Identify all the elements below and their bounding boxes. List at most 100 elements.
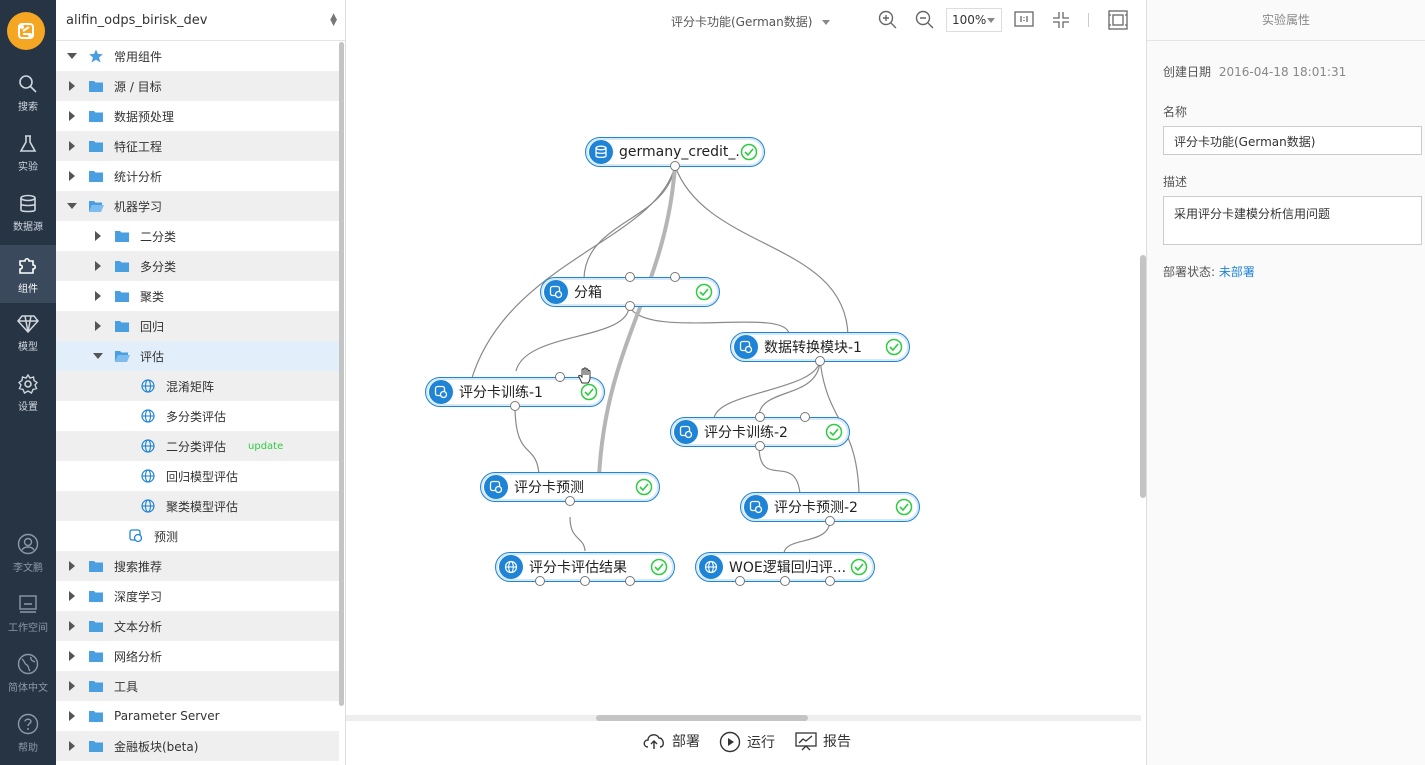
tree-item[interactable]: 搜索推荐 bbox=[56, 551, 339, 581]
tree-item[interactable]: 多分类 bbox=[56, 251, 339, 281]
caret-right-icon[interactable] bbox=[66, 140, 78, 152]
canvas-node[interactable]: 评分卡训练-2 bbox=[670, 412, 850, 451]
props-title: 实验属性 bbox=[1147, 0, 1425, 41]
zoom-in-icon[interactable] bbox=[878, 10, 898, 30]
output-port[interactable] bbox=[825, 516, 835, 526]
folder-open-icon bbox=[115, 351, 130, 362]
caret-right-icon[interactable] bbox=[66, 740, 78, 752]
nav-language[interactable]: 简体中文 bbox=[0, 644, 56, 702]
tree-item[interactable]: 混淆矩阵 bbox=[56, 371, 339, 401]
tree-scrollbar[interactable] bbox=[339, 42, 344, 706]
tree-item[interactable]: 机器学习 bbox=[56, 191, 339, 221]
caret-right-icon[interactable] bbox=[66, 650, 78, 662]
caret-right-icon[interactable] bbox=[92, 230, 104, 242]
canvas-node[interactable]: 评分卡评估结果 bbox=[495, 552, 675, 586]
nav-components[interactable]: 组件 bbox=[0, 245, 56, 303]
tree-item[interactable]: 文本分析 bbox=[56, 611, 339, 641]
canvas-node[interactable]: germany_credit_... bbox=[585, 137, 765, 171]
canvas-node[interactable]: 评分卡预测 bbox=[480, 472, 660, 506]
input-port[interactable] bbox=[755, 412, 765, 422]
tree-item[interactable]: 特征工程 bbox=[56, 131, 339, 161]
tree-item[interactable]: 多分类评估 bbox=[56, 401, 339, 431]
tree-item[interactable]: Parameter Server bbox=[56, 701, 339, 731]
tree-item[interactable]: 预测 bbox=[56, 521, 339, 551]
tree-item[interactable]: 回归模型评估 bbox=[56, 461, 339, 491]
tree-item[interactable]: 工具 bbox=[56, 671, 339, 701]
output-port[interactable] bbox=[825, 576, 835, 586]
fullscreen-icon[interactable] bbox=[1108, 10, 1128, 30]
output-port[interactable] bbox=[780, 576, 790, 586]
experiment-canvas[interactable]: germany_credit_... 分箱数据转换模块-1 评分卡训练-1 评分卡训练… bbox=[346, 41, 1141, 715]
canvas-node[interactable]: 数据转换模块-1 bbox=[730, 332, 910, 366]
input-port[interactable] bbox=[800, 412, 810, 422]
tree-item[interactable]: 回归 bbox=[56, 311, 339, 341]
tree-item[interactable]: 数据预处理 bbox=[56, 101, 339, 131]
canvas-hscroll[interactable] bbox=[596, 715, 808, 721]
actual-size-icon[interactable] bbox=[1014, 10, 1034, 28]
caret-right-icon[interactable] bbox=[92, 320, 104, 332]
output-port[interactable] bbox=[625, 301, 635, 311]
input-port[interactable] bbox=[555, 372, 565, 382]
deploy-status-link[interactable]: 未部署 bbox=[1218, 265, 1255, 279]
nav-datasource[interactable]: 数据源 bbox=[0, 185, 56, 243]
deploy-button[interactable]: 部署 bbox=[642, 731, 700, 751]
experiment-title-dropdown[interactable]: 评分卡功能(German数据) bbox=[671, 13, 831, 30]
tree-item[interactable]: 深度学习 bbox=[56, 581, 339, 611]
input-port[interactable] bbox=[625, 272, 635, 282]
output-port[interactable] bbox=[815, 356, 825, 366]
tree-item[interactable]: 金融板块(beta) bbox=[56, 731, 339, 761]
report-button[interactable]: 报告 bbox=[795, 731, 851, 751]
nav-search[interactable]: 搜索 bbox=[0, 65, 56, 123]
tree-item[interactable]: 网络分析 bbox=[56, 641, 339, 671]
output-port[interactable] bbox=[670, 161, 680, 171]
caret-down-icon[interactable] bbox=[66, 50, 78, 62]
caret-right-icon[interactable] bbox=[66, 590, 78, 602]
tree-item[interactable]: 常用组件 bbox=[56, 41, 339, 71]
nav-user[interactable]: 李文鹏 bbox=[0, 524, 56, 582]
nav-model[interactable]: 模型 bbox=[0, 305, 56, 363]
caret-down-icon[interactable] bbox=[66, 200, 78, 212]
caret-right-icon[interactable] bbox=[66, 560, 78, 572]
output-port[interactable] bbox=[735, 576, 745, 586]
canvas-node[interactable]: 分箱 bbox=[540, 272, 720, 311]
tree-item[interactable]: 评估 bbox=[56, 341, 339, 371]
nav-experiment[interactable]: 实验 bbox=[0, 125, 56, 183]
output-port[interactable] bbox=[625, 576, 635, 586]
zoom-out-icon[interactable] bbox=[915, 10, 935, 30]
run-button[interactable]: 运行 bbox=[719, 731, 775, 753]
input-port[interactable] bbox=[670, 272, 680, 282]
nav-help[interactable]: 帮助 bbox=[0, 704, 56, 762]
canvas-node[interactable]: 评分卡预测-2 bbox=[740, 492, 920, 526]
output-port[interactable] bbox=[755, 441, 765, 451]
desc-textarea[interactable]: 采用评分卡建模分析信用问题 bbox=[1163, 196, 1422, 245]
tree-item[interactable]: 统计分析 bbox=[56, 161, 339, 191]
caret-right-icon[interactable] bbox=[66, 710, 78, 722]
caret-right-icon[interactable] bbox=[66, 170, 78, 182]
caret-down-icon[interactable] bbox=[92, 350, 104, 362]
tree-item[interactable]: 二分类 bbox=[56, 221, 339, 251]
tree-item[interactable]: 聚类 bbox=[56, 281, 339, 311]
caret-right-icon[interactable] bbox=[66, 110, 78, 122]
caret-right-icon[interactable] bbox=[66, 680, 78, 692]
caret-right-icon[interactable] bbox=[66, 80, 78, 92]
fit-view-icon[interactable] bbox=[1051, 10, 1071, 30]
caret-right-icon[interactable] bbox=[66, 620, 78, 632]
name-input[interactable]: 评分卡功能(German数据) bbox=[1163, 126, 1422, 155]
project-selector[interactable]: alifin_odps_birisk_dev ▲▼ bbox=[56, 0, 345, 41]
tree-item[interactable]: 源 / 目标 bbox=[56, 71, 339, 101]
output-port[interactable] bbox=[535, 576, 545, 586]
output-port[interactable] bbox=[580, 576, 590, 586]
zoom-select[interactable]: 100% bbox=[946, 8, 1002, 32]
output-port[interactable] bbox=[510, 401, 520, 411]
canvas-node[interactable]: 评分卡训练-1 bbox=[425, 372, 605, 411]
canvas-vscroll[interactable] bbox=[1140, 255, 1146, 498]
output-port[interactable] bbox=[565, 496, 575, 506]
canvas-node[interactable]: WOE逻辑回归评... bbox=[695, 552, 875, 586]
caret-right-icon[interactable] bbox=[92, 290, 104, 302]
nav-workspace[interactable]: 工作空间 bbox=[0, 584, 56, 642]
caret-right-icon[interactable] bbox=[92, 260, 104, 272]
tree-item[interactable]: 聚类模型评估 bbox=[56, 491, 339, 521]
nav-settings[interactable]: 设置 bbox=[0, 365, 56, 423]
app-logo[interactable] bbox=[7, 12, 45, 50]
